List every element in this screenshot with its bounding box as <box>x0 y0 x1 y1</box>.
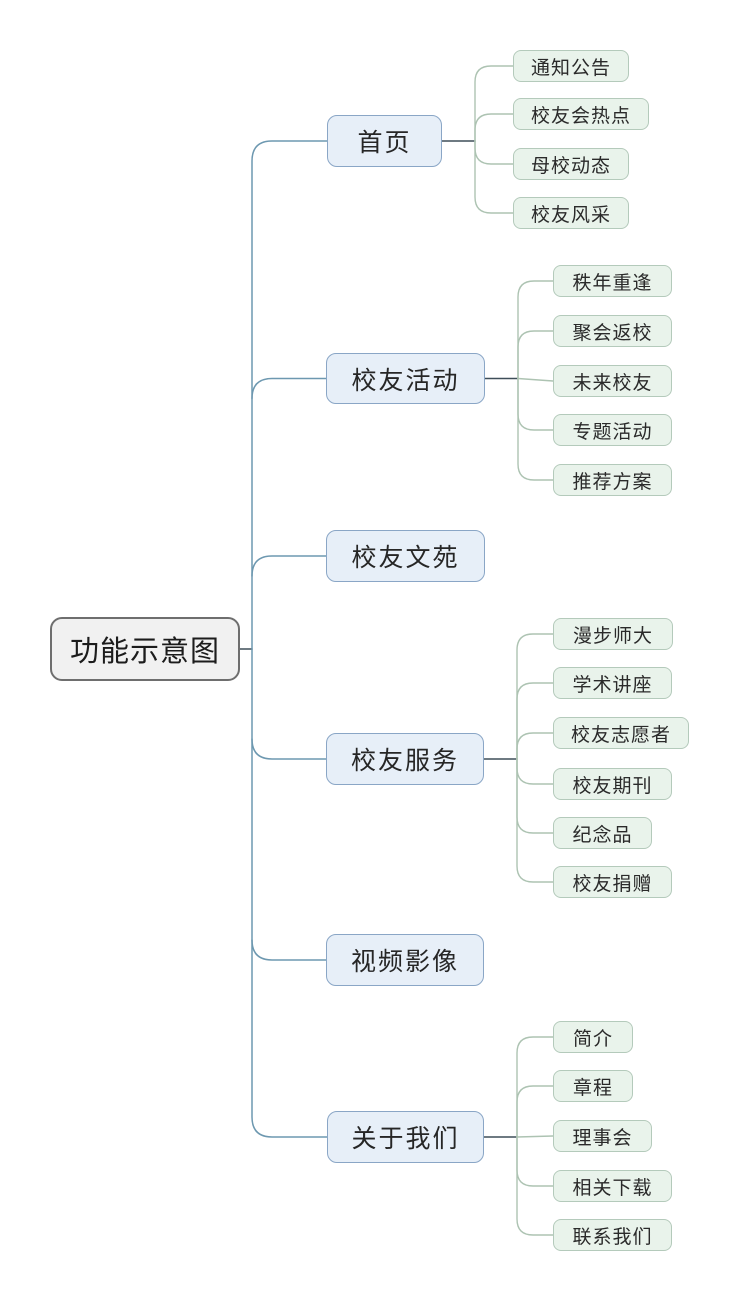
connector-path <box>251 738 327 760</box>
connector-path <box>517 377 554 382</box>
node-alumni-services-child-2[interactable]: 校友志愿者 <box>553 717 689 749</box>
connector-path <box>516 758 554 883</box>
connector-path <box>516 1036 554 1138</box>
connector-path <box>251 140 328 1138</box>
connector-path <box>516 732 554 760</box>
connector-path <box>516 758 554 785</box>
connector-path <box>516 633 554 760</box>
node-alumni-services-child-5[interactable]: 校友捐赠 <box>553 866 672 898</box>
node-home-child-3[interactable]: 校友风采 <box>513 197 629 229</box>
connector-path <box>474 140 514 214</box>
node-home[interactable]: 首页 <box>327 115 442 167</box>
connector-path <box>474 113 514 142</box>
node-alumni-services-child-0[interactable]: 漫步师大 <box>553 618 673 650</box>
connector-path <box>474 140 514 165</box>
node-home-child-2[interactable]: 母校动态 <box>513 148 629 180</box>
connector-path <box>251 939 327 961</box>
node-about-us-child-4[interactable]: 联系我们 <box>553 1219 672 1251</box>
node-alumni-activities[interactable]: 校友活动 <box>326 353 485 404</box>
node-alumni-services-child-4[interactable]: 纪念品 <box>553 817 652 849</box>
connector-path <box>516 1135 554 1138</box>
connector-path <box>516 1136 554 1187</box>
connector-path <box>516 682 554 760</box>
connector-path <box>516 758 554 834</box>
node-alumni-services-child-1[interactable]: 学术讲座 <box>553 667 672 699</box>
node-about-us-child-2[interactable]: 理事会 <box>553 1120 652 1152</box>
connector-path <box>517 377 554 431</box>
node-alumni-activities-child-2[interactable]: 未来校友 <box>553 365 672 397</box>
node-alumni-activities-child-4[interactable]: 推荐方案 <box>553 464 672 496</box>
node-about-us-child-0[interactable]: 简介 <box>553 1021 633 1053</box>
connector-path <box>517 377 554 481</box>
node-video-media[interactable]: 视频影像 <box>326 934 484 986</box>
connector-path <box>251 555 327 577</box>
node-about-us-child-3[interactable]: 相关下载 <box>553 1170 672 1202</box>
node-about-us[interactable]: 关于我们 <box>327 1111 484 1163</box>
node-alumni-activities-child-3[interactable]: 专题活动 <box>553 414 672 446</box>
connector-path <box>251 377 327 400</box>
node-home-child-1[interactable]: 校友会热点 <box>513 98 649 130</box>
connector-path <box>516 1085 554 1138</box>
node-about-us-child-1[interactable]: 章程 <box>553 1070 633 1102</box>
node-alumni-services[interactable]: 校友服务 <box>326 733 484 785</box>
connector-path <box>517 330 554 380</box>
connector-path <box>516 1136 554 1236</box>
node-alumni-services-child-3[interactable]: 校友期刊 <box>553 768 672 800</box>
node-alumni-literature[interactable]: 校友文苑 <box>326 530 485 582</box>
connector-path <box>517 280 554 380</box>
node-home-child-0[interactable]: 通知公告 <box>513 50 629 82</box>
connector-path <box>474 65 514 142</box>
node-root[interactable]: 功能示意图 <box>50 617 240 681</box>
node-alumni-activities-child-1[interactable]: 聚会返校 <box>553 315 672 347</box>
node-alumni-activities-child-0[interactable]: 秩年重逢 <box>553 265 672 297</box>
